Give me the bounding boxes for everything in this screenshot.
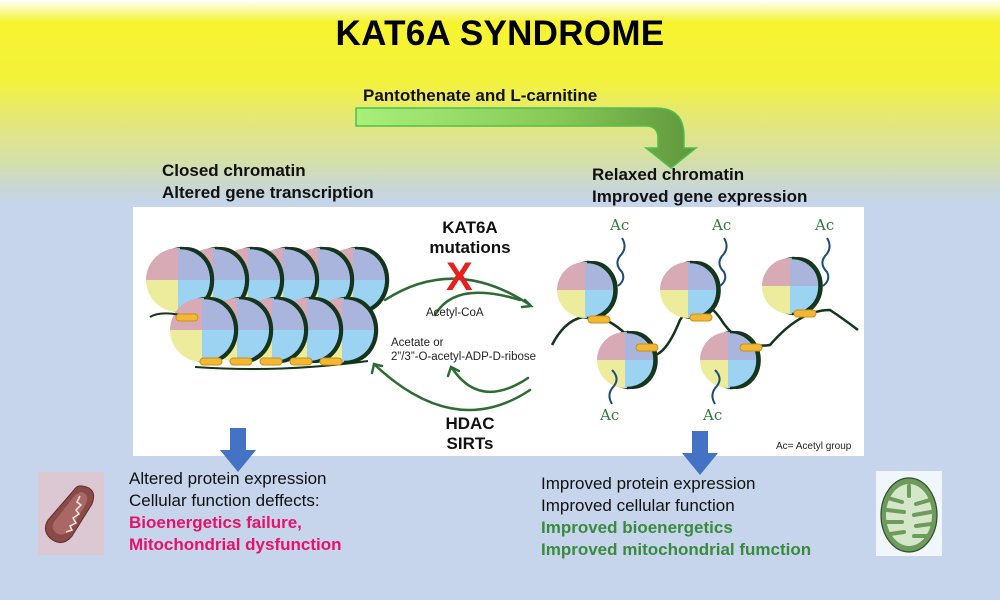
treatment-label: Pantothenate and L-carnitine	[363, 86, 598, 105]
linker-histone	[793, 309, 817, 318]
acetyl-tag: Ac	[599, 406, 619, 424]
healthy-mitochondrion-icon	[880, 477, 938, 553]
dna-strand	[194, 360, 369, 370]
blocked-x-mark: X	[446, 255, 473, 299]
acetyl-coa-label: Acetyl-CoA	[426, 307, 484, 319]
acetyl-tail	[718, 237, 728, 287]
acetate-line2: 2”/3”-O-acetyl-ADP-D-ribose	[391, 351, 537, 363]
right-outcome-line2: Improved cellular function	[541, 496, 735, 515]
acetyl-coa-arrow	[433, 291, 522, 317]
right-header: Relaxed chromatin Improved gene expressi…	[592, 164, 807, 208]
nucleosome	[700, 330, 761, 390]
kat6a-mutations-label: KAT6A mutations	[400, 218, 540, 258]
acetate-label: Acetate or 2”/3”-O-acetyl-ADP-D-ribose	[391, 336, 536, 364]
bioenergetics-failure-text: Bioenergetics failure,	[129, 513, 302, 532]
acetyl-tag: Ac	[702, 406, 722, 424]
damaged-mitochondrion-box	[38, 472, 104, 555]
improved-mitochondrial-function-text: Improved mitochondrial fumction	[541, 540, 812, 559]
hdac-sirts-label: HDAC SIRTs	[400, 414, 540, 454]
acetyl-tag: Ac	[814, 216, 834, 234]
right-outcome-line1: Improved protein expression	[541, 474, 756, 493]
left-down-arrow-icon	[220, 428, 256, 472]
deacetylation-arrow	[373, 363, 532, 412]
left-outcome-text: Altered protein expression Cellular func…	[129, 468, 342, 556]
nucleosome	[660, 260, 721, 320]
left-header-line1: Closed chromatin	[162, 161, 306, 180]
acetylation-arrow	[383, 277, 532, 307]
linker-histone	[259, 357, 283, 366]
mitochondrial-dysfunction-text: Mitochondrial dysfunction	[129, 535, 342, 554]
acetyl-tail	[608, 369, 618, 405]
kat6a-label: KAT6A	[442, 218, 498, 237]
acetate-arrow	[450, 366, 530, 394]
linker-histone	[739, 343, 763, 352]
linker-histone	[689, 313, 713, 322]
nucleosome	[597, 330, 658, 390]
left-header-line2: Altered gene transcription	[162, 183, 374, 202]
linker-histone	[175, 313, 199, 322]
sirts-label: SIRTs	[446, 434, 494, 453]
linker-histone	[199, 357, 223, 366]
acetyl-tag: Ac	[711, 216, 731, 234]
nucleosome	[557, 260, 618, 320]
nucleosome	[762, 256, 823, 316]
acetate-line1: Acetate or	[391, 337, 444, 349]
right-down-arrow-icon	[682, 431, 718, 475]
left-outcome-line1: Altered protein expression	[129, 469, 327, 488]
acetyl-tail	[711, 369, 721, 405]
mutations-label: mutations	[429, 238, 511, 257]
left-outcome-line2: Cellular function deffects:	[129, 491, 320, 510]
page-title: KAT6A SYNDROME	[335, 14, 665, 53]
linker-histone	[229, 357, 253, 366]
linker-histone	[319, 357, 343, 366]
nucleosome	[170, 296, 239, 364]
acetyl-tail	[616, 237, 626, 287]
hdac-label: HDAC	[445, 414, 495, 433]
linker-histone	[587, 315, 611, 324]
right-outcome-text: Improved protein expression Improved cel…	[541, 473, 811, 561]
acetylation-cycle-arrows	[370, 277, 534, 412]
linker-histone	[635, 343, 659, 352]
closed-chromatin-illustration	[146, 246, 390, 370]
acetyl-legend-note: Ac= Acetyl group	[776, 441, 852, 452]
right-header-line1: Relaxed chromatin	[592, 165, 745, 184]
healthy-mitochondrion-box	[876, 471, 942, 556]
acetyl-tag: Ac	[609, 216, 629, 234]
right-header-line2: Improved gene expression	[592, 187, 808, 206]
damaged-mitochondrion-icon	[44, 485, 95, 543]
acetyl-tail	[821, 237, 831, 287]
improved-bioenergetics-text: Improved bioenergetics	[541, 518, 733, 537]
linker-histone	[289, 357, 313, 366]
nucleosome	[146, 246, 215, 314]
treatment-arrow-icon	[355, 107, 699, 169]
left-header: Closed chromatin Altered gene transcript…	[162, 160, 374, 204]
